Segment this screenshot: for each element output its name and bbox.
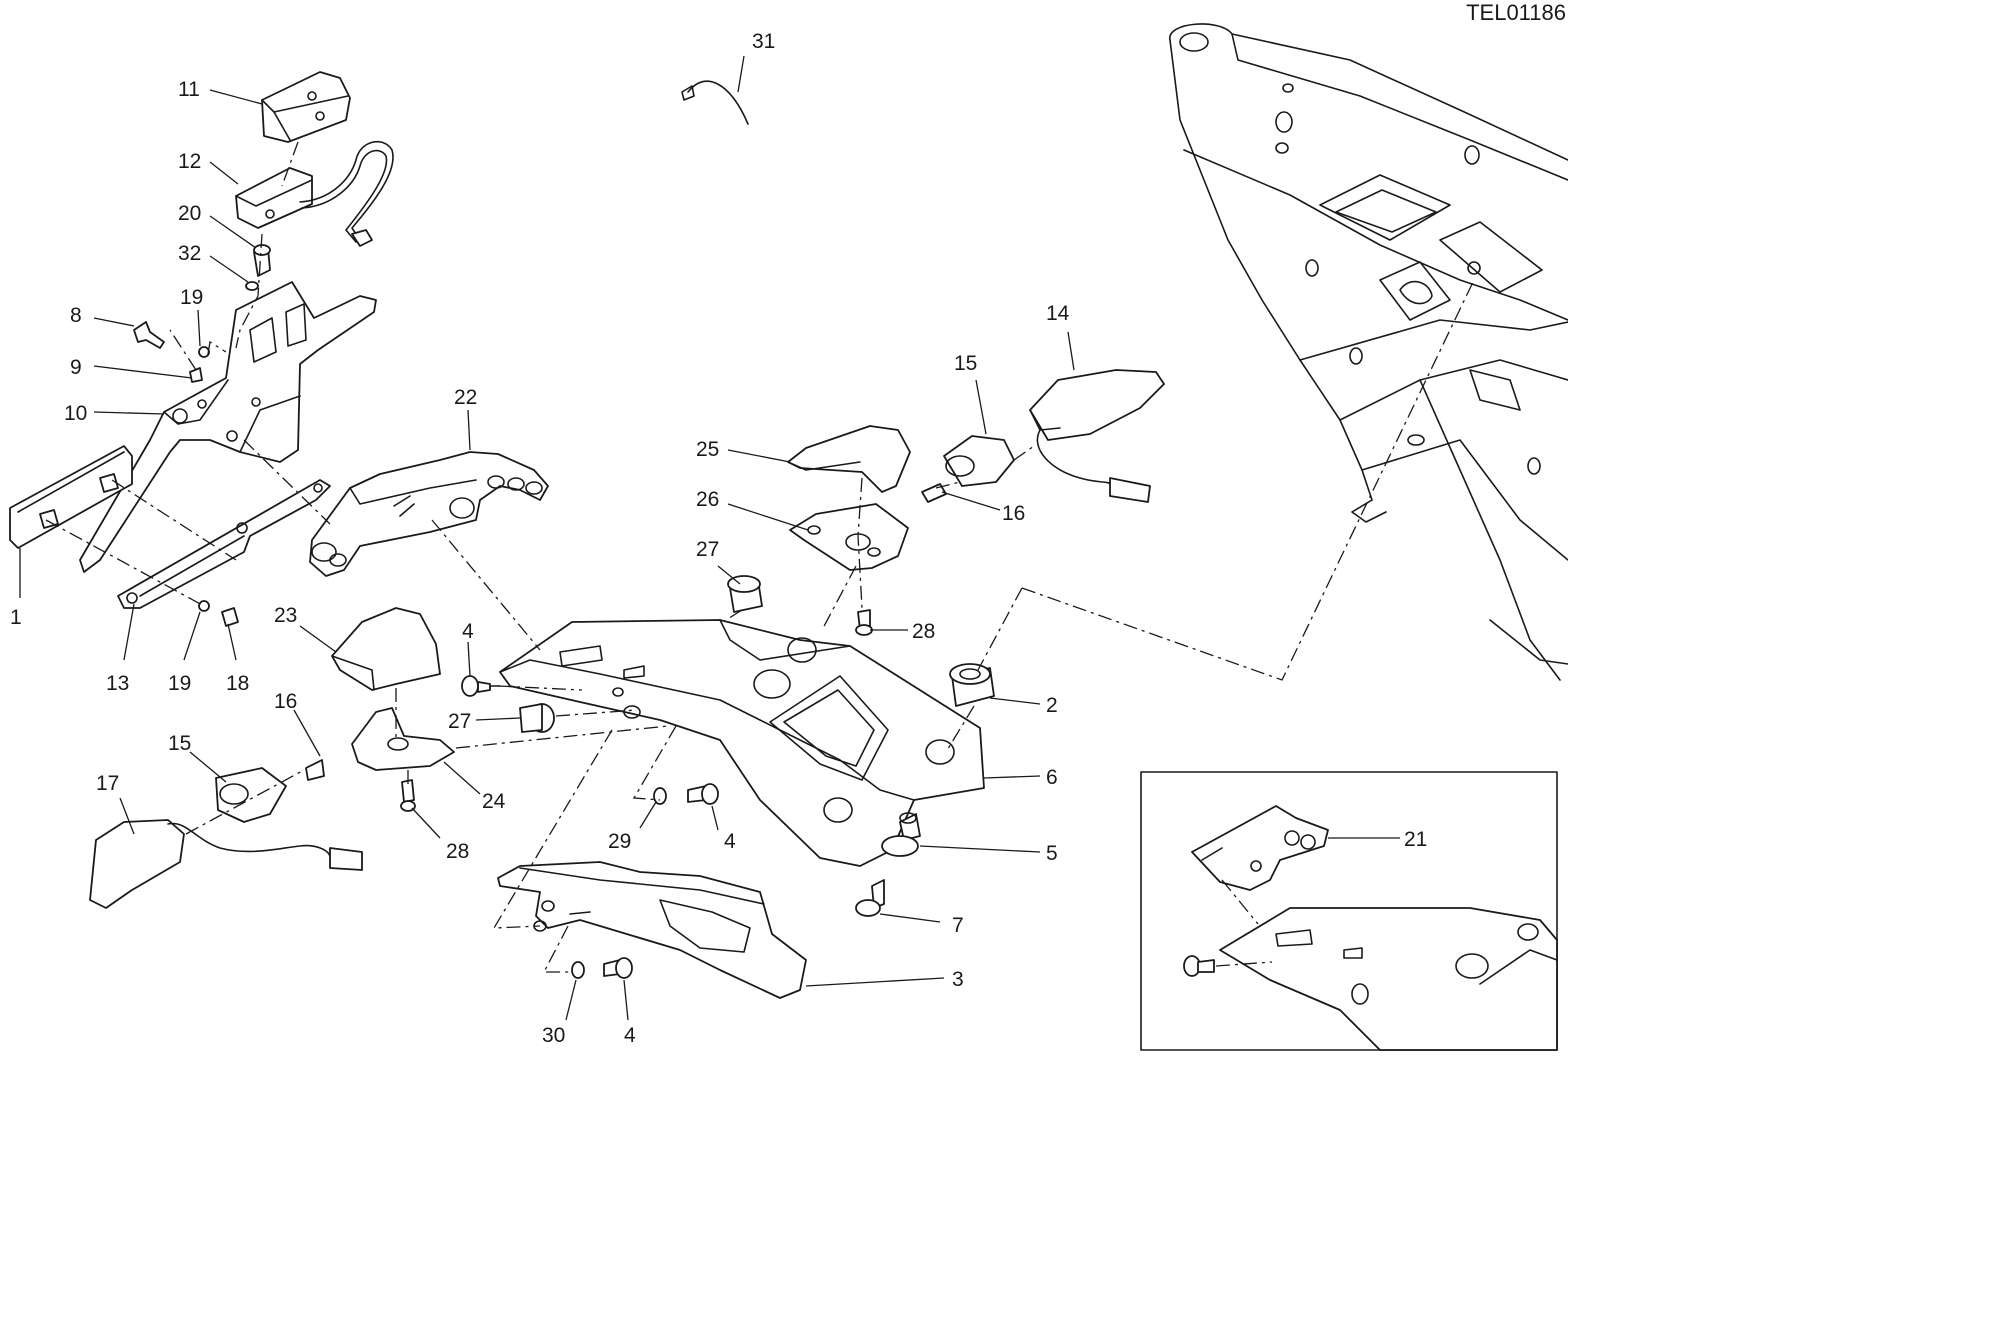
callout-27b: 27 xyxy=(448,710,471,733)
callout-22: 22 xyxy=(454,386,477,409)
rear-subframe xyxy=(1169,23,1569,681)
licence-plate-light xyxy=(235,140,394,247)
callout-18: 18 xyxy=(226,672,249,695)
fastener-hardware xyxy=(133,321,210,383)
callout-4b: 4 xyxy=(724,830,736,853)
exploded-parts-diagram: TEL01186 xyxy=(9,0,1569,1051)
callout-1: 1 xyxy=(10,606,22,629)
callout-7: 7 xyxy=(952,914,964,937)
callout-19b: 19 xyxy=(168,672,191,695)
callout-12: 12 xyxy=(178,150,201,173)
callout-23: 23 xyxy=(274,604,297,627)
left-indicator xyxy=(89,767,363,909)
callout-31: 31 xyxy=(752,30,775,53)
detail-inset xyxy=(1140,771,1558,1051)
callout-2: 2 xyxy=(1046,694,1058,717)
callout-9: 9 xyxy=(70,356,82,379)
splash-guard xyxy=(497,861,807,999)
left-indicator-cover xyxy=(331,607,441,691)
callout-28b: 28 xyxy=(446,840,469,863)
callout-11: 11 xyxy=(178,78,200,101)
callout-13: 13 xyxy=(106,672,129,695)
plate-support xyxy=(117,479,331,627)
callout-29: 29 xyxy=(608,830,631,853)
right-indicator-bracket xyxy=(789,503,909,571)
callout-21: 21 xyxy=(1404,828,1427,851)
callout-3: 3 xyxy=(952,968,964,991)
mounting-screw xyxy=(855,879,885,917)
callout-6: 6 xyxy=(1046,766,1058,789)
callout-27a: 27 xyxy=(696,538,719,561)
callout-16b: 16 xyxy=(274,690,297,713)
callout-30: 30 xyxy=(542,1024,565,1047)
leader-lines xyxy=(19,55,1400,1021)
hugger-bracket xyxy=(309,451,549,577)
bracket-screw xyxy=(855,609,873,636)
callout-14: 14 xyxy=(1046,302,1070,325)
callout-17: 17 xyxy=(96,772,119,795)
right-indicator xyxy=(921,369,1165,503)
screws-and-washers xyxy=(461,675,719,979)
callout-24: 24 xyxy=(482,790,506,813)
callout-labels: 1 2 3 4 4 4 5 6 7 8 9 10 11 12 13 14 15 … xyxy=(10,30,1427,1047)
callout-15b: 15 xyxy=(168,732,191,755)
cable-tie xyxy=(681,80,749,125)
callout-25: 25 xyxy=(696,438,719,461)
assembly-lines xyxy=(45,141,1475,973)
drawing-code: TEL01186 xyxy=(1466,0,1566,25)
right-indicator-cover xyxy=(787,425,911,493)
callout-5: 5 xyxy=(1046,842,1058,865)
mounting-bush xyxy=(881,812,921,857)
callout-28a: 28 xyxy=(912,620,935,643)
callout-26: 26 xyxy=(696,488,719,511)
rubber-bush xyxy=(727,575,763,613)
callout-20: 20 xyxy=(178,202,201,225)
callout-19a: 19 xyxy=(180,286,203,309)
callout-10: 10 xyxy=(64,402,87,425)
callout-32: 32 xyxy=(178,242,201,265)
plate-holder-bracket xyxy=(79,281,377,573)
callout-4c: 4 xyxy=(624,1024,636,1047)
left-indicator-bracket xyxy=(305,707,455,812)
callout-8: 8 xyxy=(70,304,82,327)
mounting-grommet xyxy=(949,663,995,707)
spacer-and-washer xyxy=(245,244,271,291)
callout-16a: 16 xyxy=(1002,502,1025,525)
reflector xyxy=(9,445,133,549)
plate-light-cover xyxy=(261,71,351,143)
callout-15a: 15 xyxy=(954,352,977,375)
callout-4a: 4 xyxy=(462,620,474,643)
